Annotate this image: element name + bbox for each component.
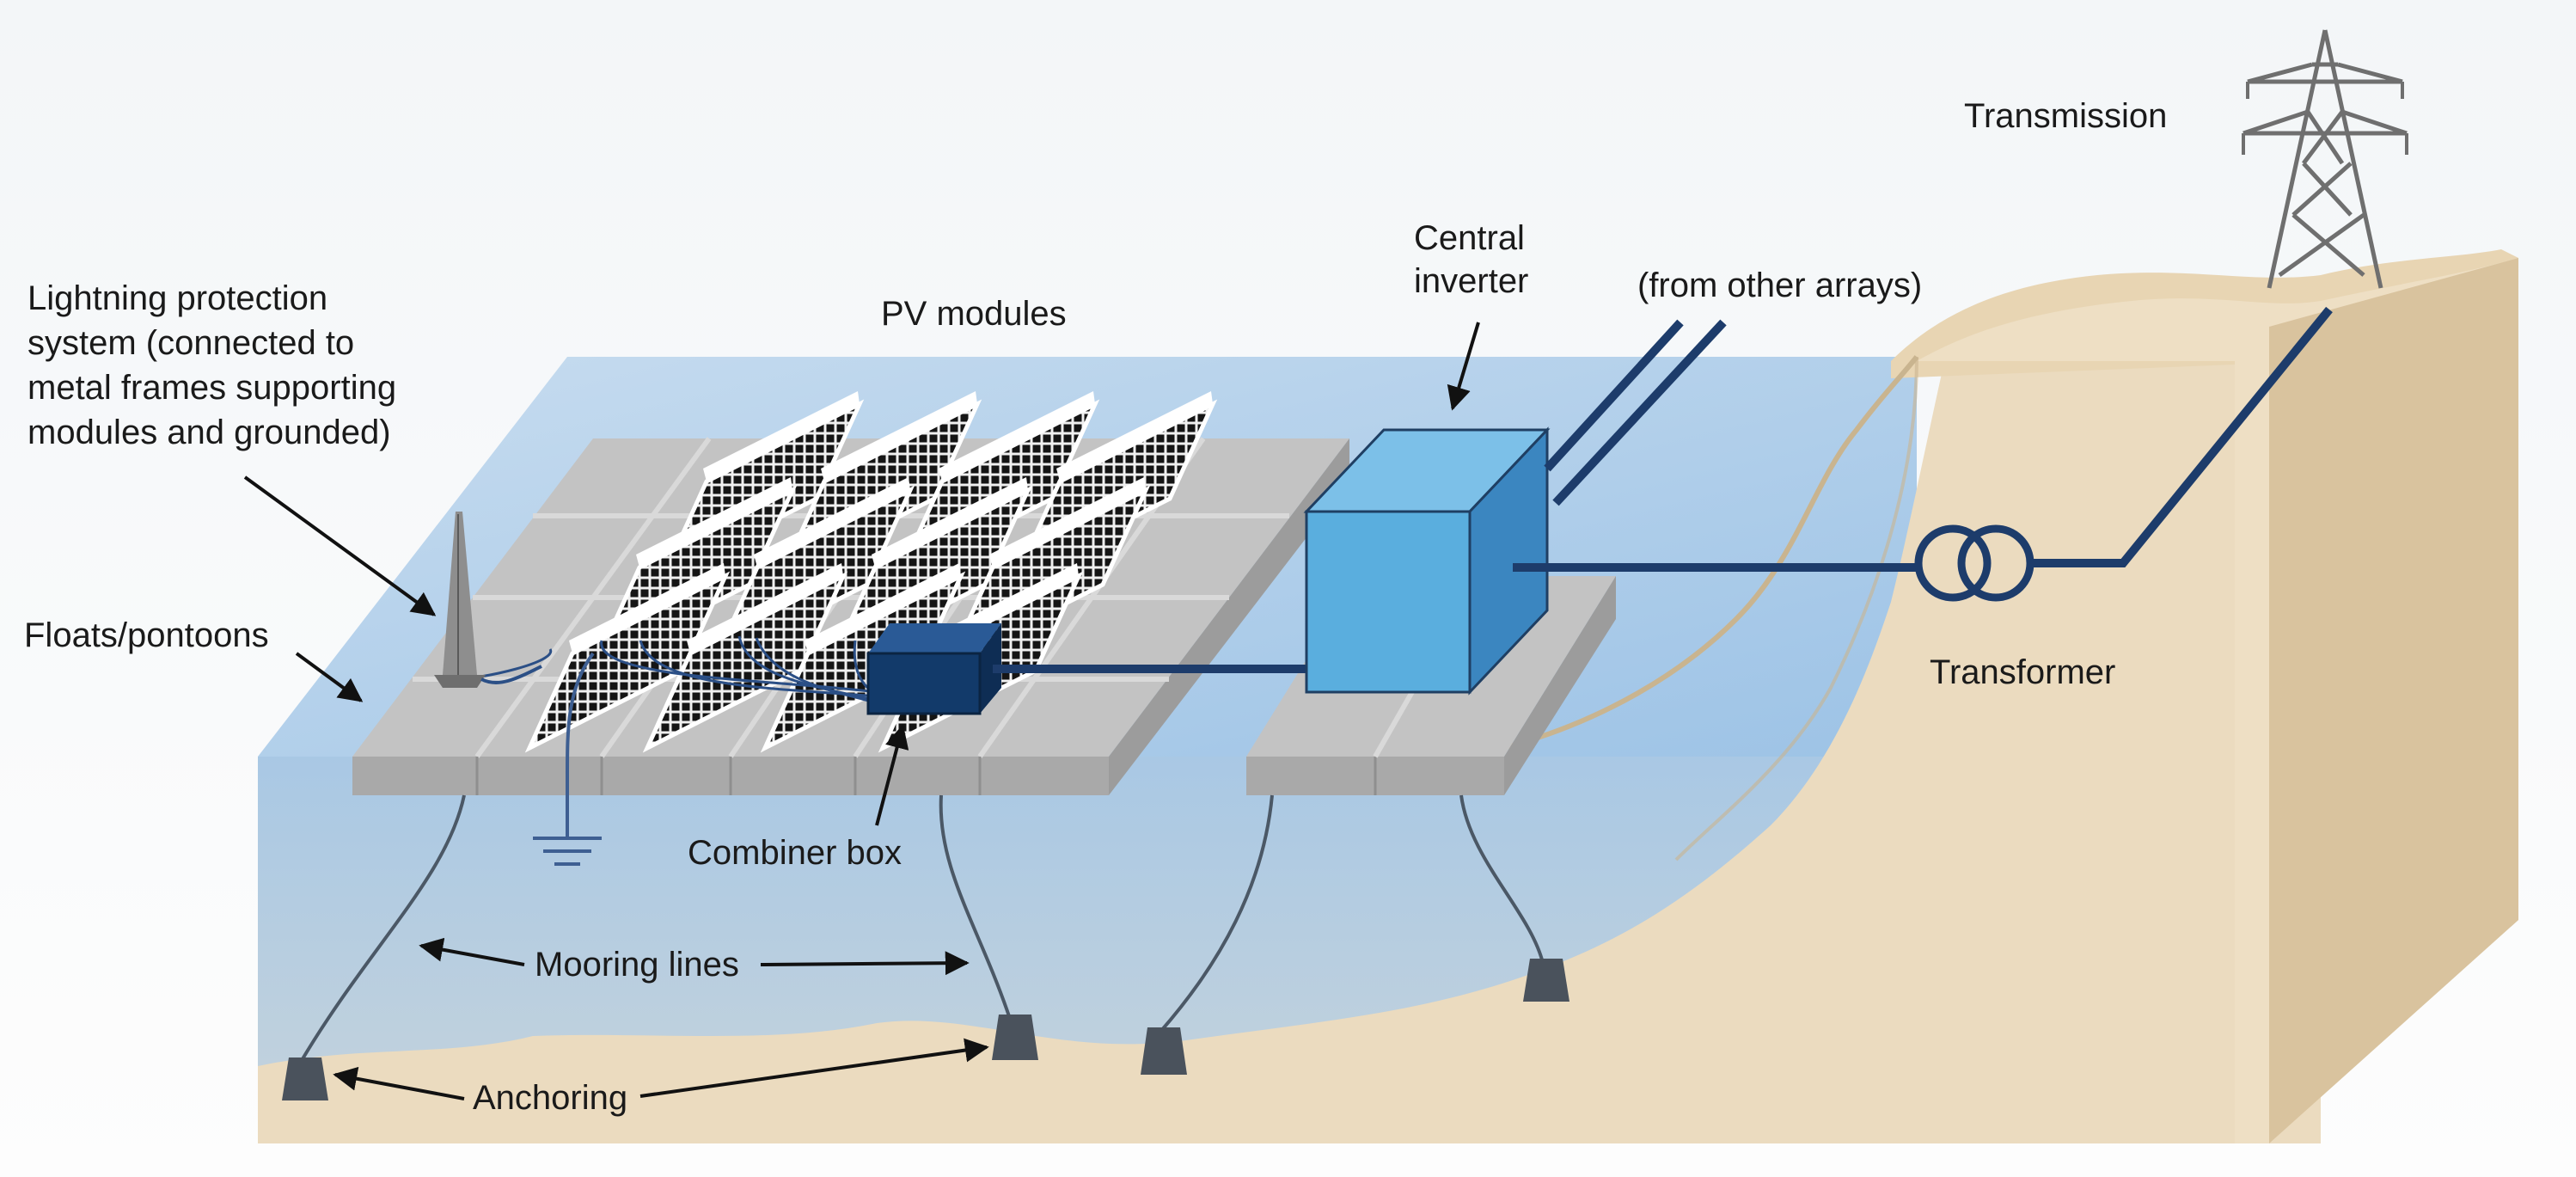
- dc-cables: [455, 635, 883, 705]
- leader-arrows: [243, 322, 1480, 1100]
- other-array-cables: [1544, 319, 1727, 506]
- arrow-mooring-right: [760, 951, 970, 976]
- arrow-anchor-right: [639, 1038, 989, 1098]
- anchors: [282, 959, 1569, 1100]
- label-central-inverter-2: inverter: [1414, 262, 1528, 300]
- label-floats: Floats/pontoons: [24, 616, 269, 654]
- anchor-block: [282, 1057, 328, 1100]
- arrow-combiner: [875, 724, 909, 826]
- arrow-mooring-left: [419, 937, 525, 966]
- central-inverter: [1303, 426, 1551, 696]
- ground-symbol: [533, 652, 602, 866]
- shoreline-underwater: [1674, 356, 1918, 861]
- label-mooring-lines: Mooring lines: [535, 946, 739, 984]
- arrow-anchor-left: [333, 1066, 465, 1100]
- transmission-tower: [2242, 29, 2408, 289]
- arrow-floats: [295, 652, 364, 702]
- lightning-mast: [434, 512, 542, 688]
- arrow-inverter: [1447, 322, 1480, 411]
- mooring-lines: [299, 794, 1545, 1064]
- label-from-other-arrays: (from other arrays): [1637, 267, 1922, 304]
- land-side: [2269, 258, 2518, 1143]
- label-lightning-1: Lightning protection: [28, 279, 327, 317]
- transmission-cable: [2030, 306, 2333, 567]
- label-transformer: Transformer: [1930, 653, 2115, 691]
- anchor-block: [992, 1015, 1038, 1060]
- pv-module-array: [524, 391, 1218, 753]
- lakebed: [258, 344, 2321, 1143]
- arrow-lightning: [243, 475, 437, 616]
- label-transmission: Transmission: [1964, 97, 2167, 135]
- label-central-inverter-1: Central: [1414, 219, 1525, 257]
- anchor-block: [1523, 959, 1569, 1002]
- label-lightning-3: metal frames supporting: [28, 369, 396, 407]
- anchor-block: [1141, 1027, 1187, 1075]
- label-pv-modules: PV modules: [881, 295, 1067, 333]
- label-lightning-4: modules and grounded): [28, 414, 391, 451]
- label-lightning-2: system (connected to: [28, 324, 354, 362]
- combiner-box: [866, 623, 1001, 715]
- shoreline: [1460, 355, 1919, 759]
- label-combiner-box: Combiner box: [688, 834, 902, 872]
- label-anchoring: Anchoring: [473, 1079, 627, 1117]
